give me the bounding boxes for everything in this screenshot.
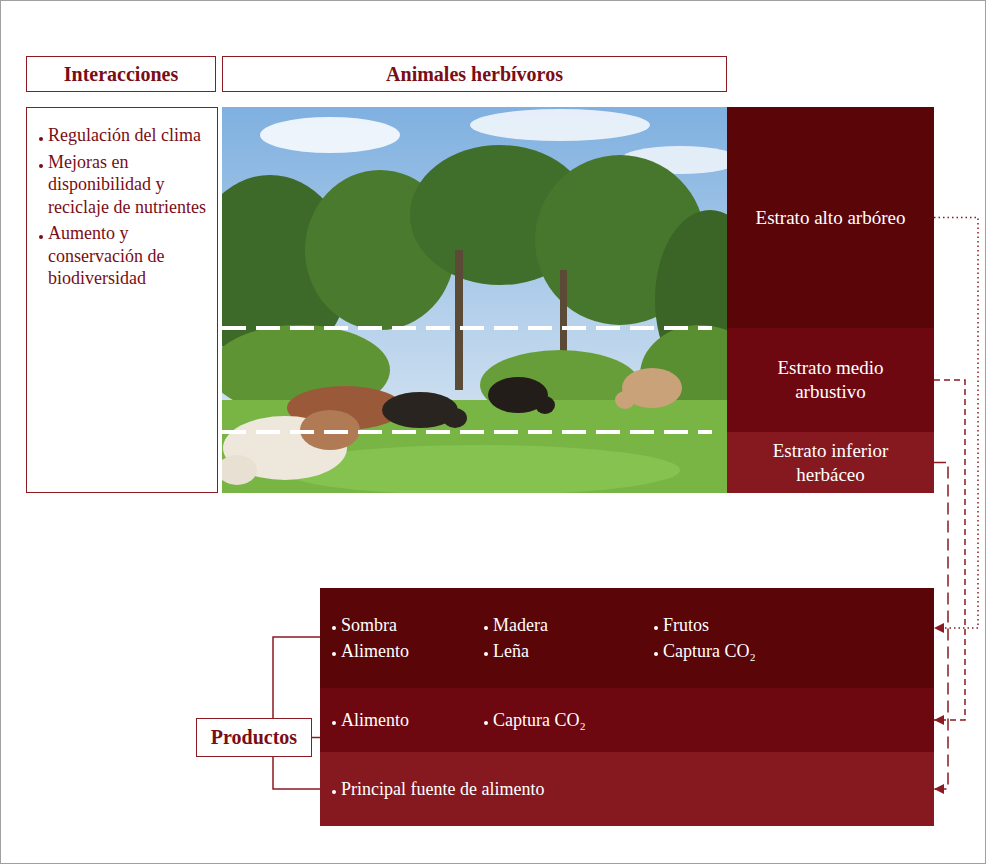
bullet-dot	[654, 652, 658, 656]
item-text: Aumento y conservación de biodiversidad	[48, 222, 207, 290]
stratum-box: Estrato alto arbóreo	[727, 107, 934, 328]
bullet-dot	[332, 790, 336, 794]
bullet-item: Leña	[484, 640, 654, 663]
item-text: Madera	[493, 614, 548, 637]
text-group: Animales herbívoros	[386, 63, 563, 86]
item-text: Sombra	[341, 614, 397, 637]
bullet-dot	[484, 626, 488, 630]
bullet-item: Principal fuente de alimento	[332, 778, 544, 801]
header-box: Animales herbívoros	[222, 56, 727, 92]
item-text: Alimento	[341, 709, 409, 732]
cow	[535, 396, 555, 414]
text-group: Regulación del climaMejoras en disponibi…	[39, 124, 207, 290]
header-box: Interacciones	[26, 56, 216, 92]
bullet-dot	[39, 137, 43, 141]
item-text: Regulación del clima	[48, 124, 201, 147]
bullet-item: Frutos	[654, 614, 756, 637]
bullet-dot	[332, 721, 336, 725]
text-group: Alimento Captura CO₂	[332, 709, 654, 732]
label-text: Animales herbívoros	[386, 63, 563, 86]
bullet-item: Alimento	[332, 640, 484, 663]
item-text: Frutos	[663, 614, 709, 637]
pasture-photo	[222, 107, 727, 493]
bullet-item: Captura CO₂	[654, 640, 756, 663]
product-band: Principal fuente de alimento	[320, 752, 934, 826]
item-text: Principal fuente de alimento	[341, 778, 544, 801]
label-text: Interacciones	[64, 63, 178, 86]
dotted-arrow	[934, 380, 965, 720]
header-box: Productos	[196, 718, 312, 757]
bullet-item: Sombra	[332, 614, 484, 637]
item-text: Leña	[493, 640, 529, 663]
text-group: Estrato alto arbóreo	[756, 206, 906, 230]
cow	[443, 408, 467, 428]
text-group: Principal fuente de alimento	[332, 778, 544, 801]
text-group: Sombra Madera FrutosAlimento Leña Captura CO…	[332, 614, 756, 663]
dotted-arrow	[934, 463, 948, 790]
item-text: Alimento	[341, 640, 409, 663]
bullet-dot	[39, 235, 43, 239]
cloud	[470, 109, 650, 141]
bullet-item: Captura CO₂	[484, 709, 654, 732]
stratum-divider	[222, 430, 712, 434]
label-text: Estrato medio arbustivo	[751, 356, 911, 404]
bullet-item: Mejoras en disponibilidad y reciclaje de…	[39, 151, 207, 219]
bullet-dot	[654, 626, 658, 630]
bracket-line	[312, 737, 320, 739]
text-group: Estrato inferior herbáceo	[751, 439, 911, 487]
bullet-dot	[484, 721, 488, 725]
bracket-line	[273, 637, 320, 718]
bullet-dot	[484, 652, 488, 656]
bullet-dot	[39, 164, 43, 168]
label-text: Estrato inferior herbáceo	[751, 439, 911, 487]
stratum-box: Estrato medio arbustivo	[727, 328, 934, 432]
label-text: Estrato alto arbóreo	[756, 206, 906, 230]
text-group: Productos	[211, 726, 297, 749]
label-text: Productos	[211, 726, 297, 749]
bullet-item: Madera	[484, 614, 654, 637]
cloud	[260, 117, 400, 153]
bracket-line	[273, 757, 320, 789]
product-band: Alimento Captura CO₂	[320, 688, 934, 752]
bullet-item: Aumento y conservación de biodiversidad	[39, 222, 207, 290]
item-text: Captura CO₂	[663, 640, 756, 663]
item-text: Mejoras en disponibilidad y reciclaje de…	[48, 151, 207, 219]
list-box: Regulación del climaMejoras en disponibi…	[26, 107, 218, 493]
item-text: Captura CO₂	[493, 709, 586, 732]
bullet-item: Regulación del clima	[39, 124, 207, 147]
bullet-dot	[332, 652, 336, 656]
cow	[615, 391, 635, 409]
bullet-item: Alimento	[332, 709, 484, 732]
tree-trunk	[455, 250, 463, 390]
stratum-box: Estrato inferior herbáceo	[727, 432, 934, 493]
text-group: Interacciones	[64, 63, 178, 86]
product-band: Sombra Madera FrutosAlimento Leña Captura CO…	[320, 588, 934, 688]
dotted-arrow	[934, 218, 978, 629]
text-group: Estrato medio arbustivo	[751, 356, 911, 404]
bullet-dot	[332, 626, 336, 630]
cow	[222, 455, 257, 485]
stratum-divider	[222, 326, 712, 330]
